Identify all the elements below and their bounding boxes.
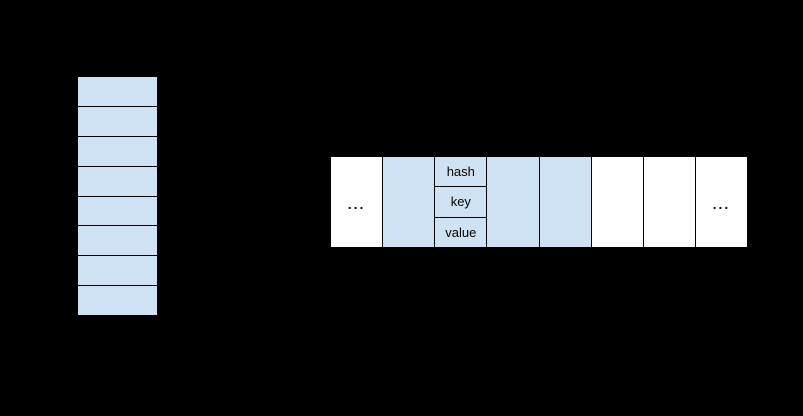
entries-cell-filled (487, 157, 540, 247)
ellipsis-left-label: ... (347, 196, 366, 212)
indices-cell (78, 77, 157, 107)
entries-cell-filled (383, 157, 436, 247)
indices-cell (78, 137, 157, 167)
entries-cell-ellipsis-right: ... (695, 157, 747, 247)
entries-cell-ellipsis-left: ... (331, 157, 384, 247)
indices-cell (78, 197, 157, 227)
entry-value-field: value (445, 224, 477, 240)
entries-cell-empty (643, 157, 696, 247)
entries-cell-empty (591, 157, 644, 247)
indices-cell (78, 226, 157, 257)
indices-array (77, 76, 158, 316)
indices-cell (78, 256, 157, 287)
ellipsis-right-label: ... (712, 196, 731, 212)
entries-cell-filled (539, 157, 592, 247)
entry-key-field: key (435, 187, 487, 218)
indices-cell (78, 107, 157, 137)
entry-hash-field: hash (435, 157, 487, 188)
indices-cell (78, 286, 157, 315)
indices-cell (78, 167, 157, 197)
entries-array: ... hash key value ... (330, 156, 748, 248)
entries-cell-entry-detail: hash key value (435, 157, 488, 247)
